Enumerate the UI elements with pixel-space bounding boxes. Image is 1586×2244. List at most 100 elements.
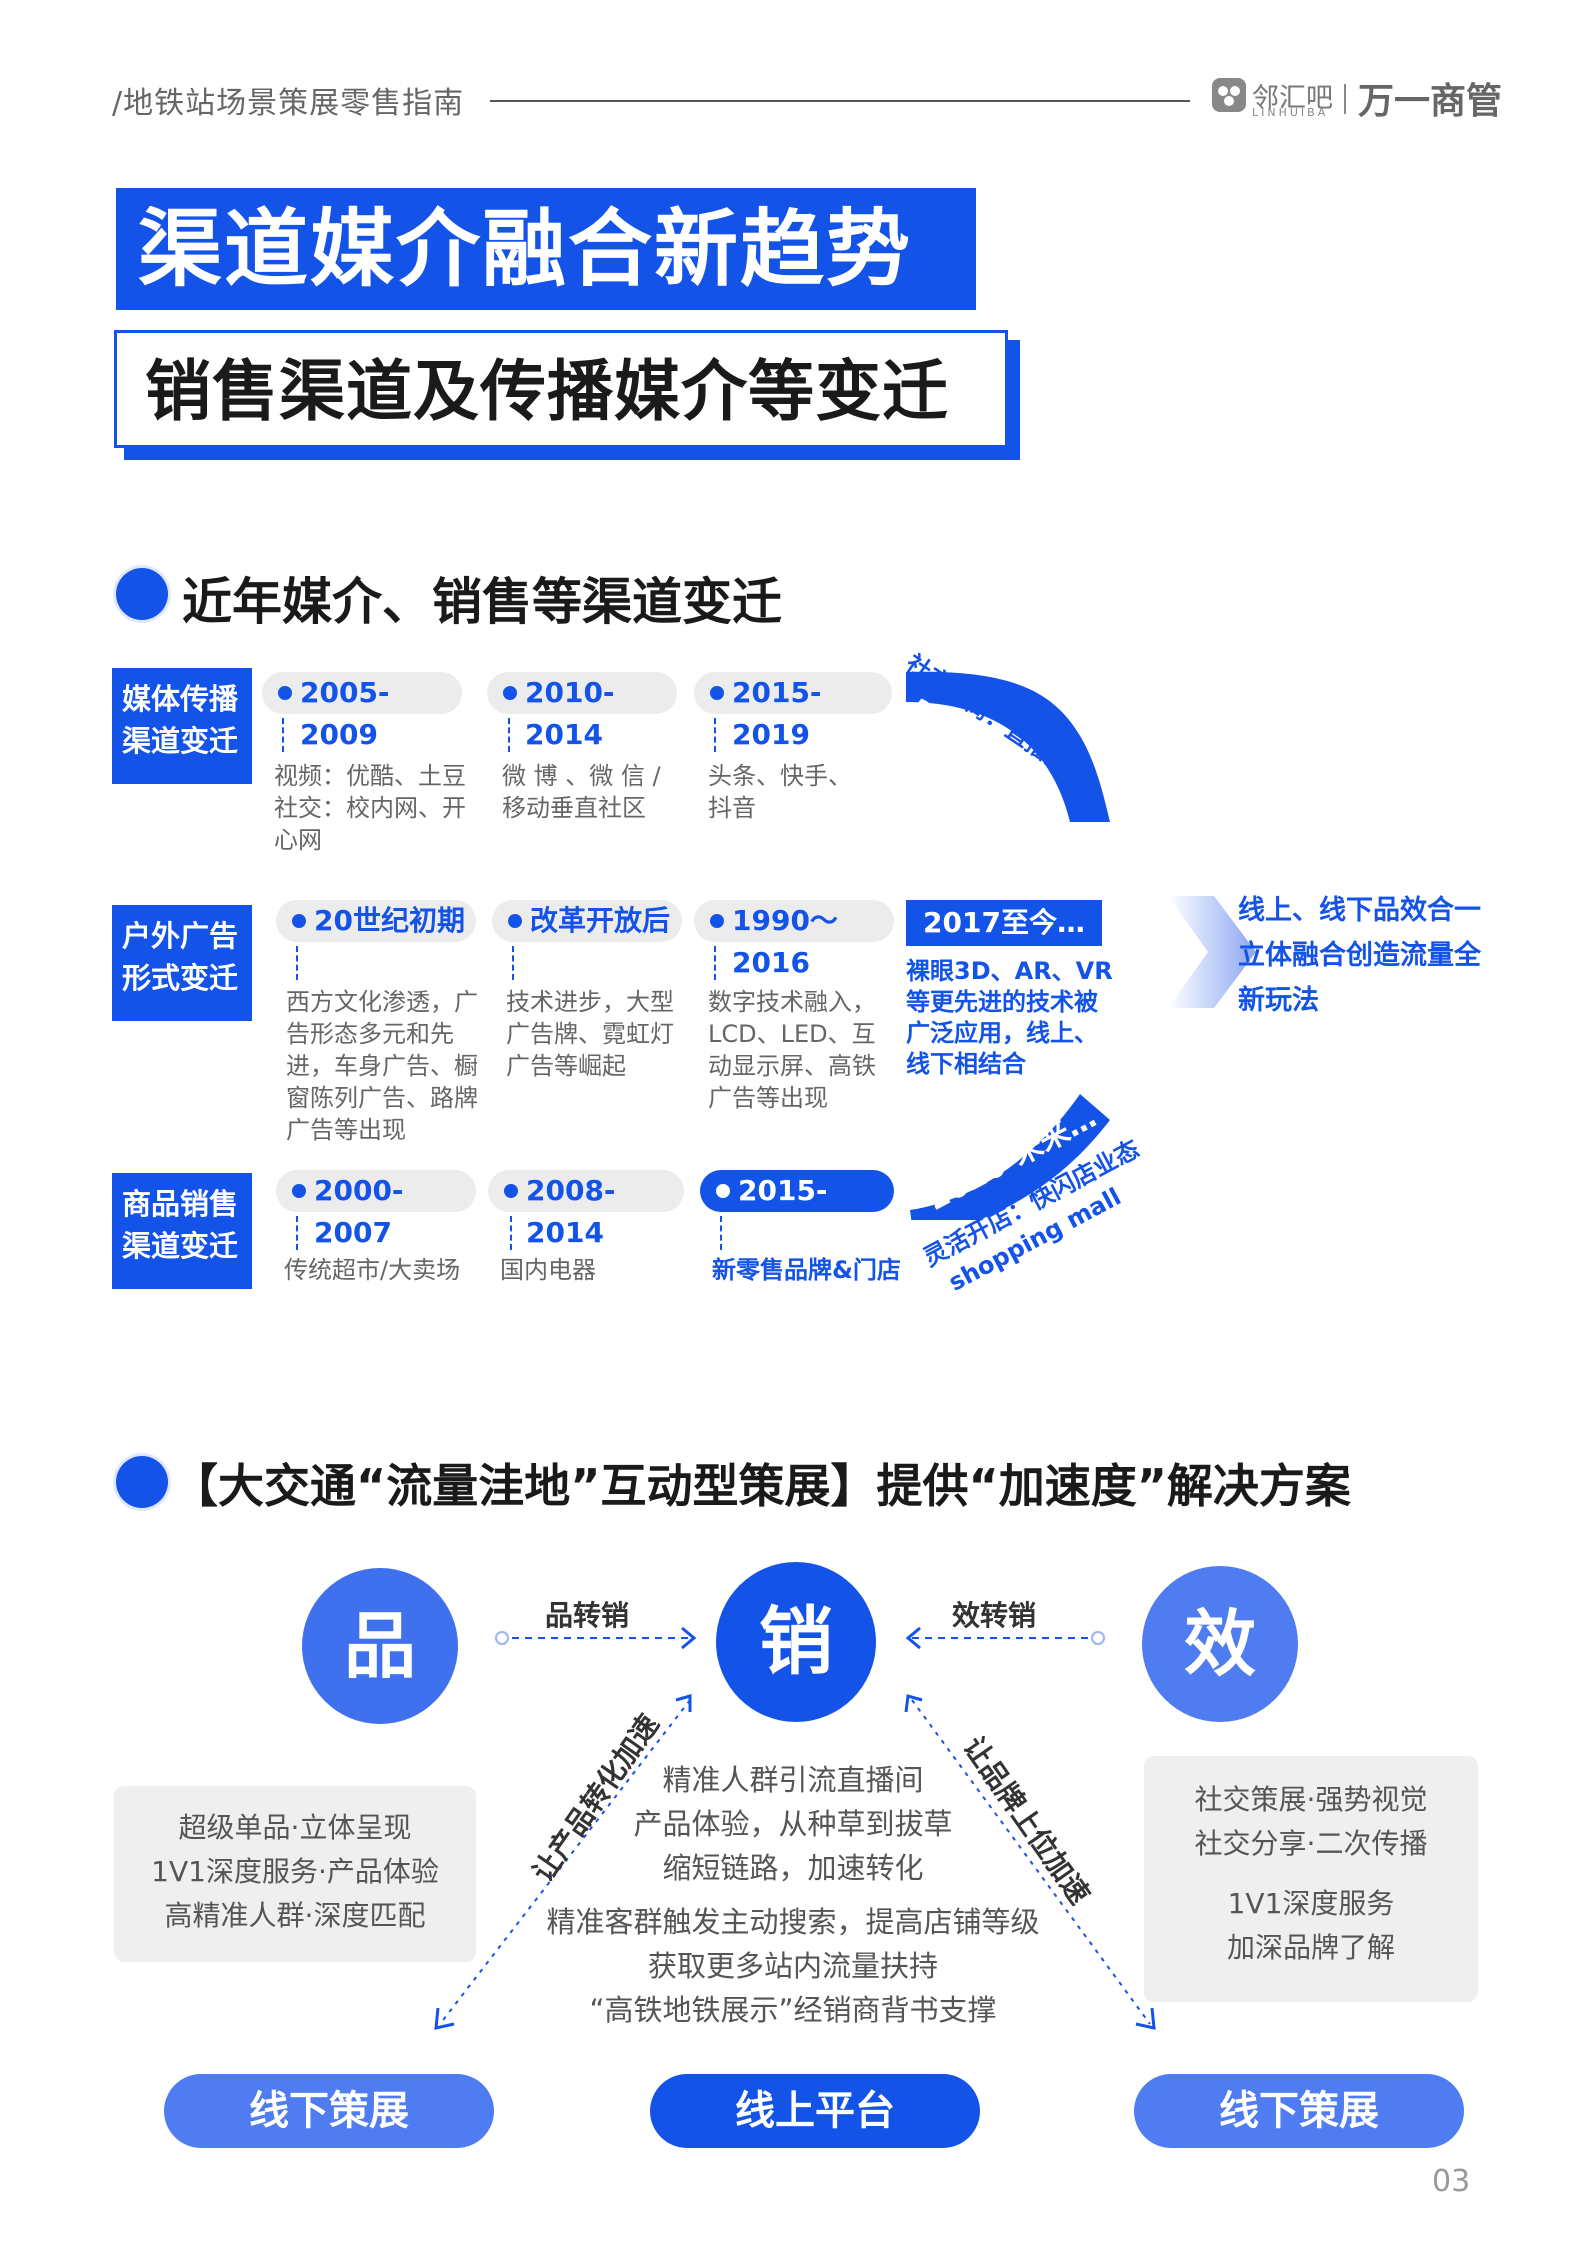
conclusion-text: 线上、线下品效合一 立体融合创造流量全 新玩法 <box>1238 888 1481 1023</box>
period-pill: 2000-2007 <box>276 1170 476 1249</box>
desc-line: 进，车身广告、橱 <box>286 1052 478 1080</box>
logo-separator <box>1344 84 1346 114</box>
future-description: 裸眼3D、AR、VR 等更先进的技术被 广泛应用，线上、 线下相结合 <box>906 956 1113 1080</box>
desc-line: 社交：校内网、开 <box>274 794 466 822</box>
logo-icon <box>1212 78 1246 112</box>
row-label-line: 商品销售 <box>122 1187 239 1221</box>
future-banner: 2017至今… <box>906 900 1102 946</box>
period-dot-icon <box>504 1184 518 1198</box>
center-line: 精准人群引流直播间 <box>662 1763 924 1797</box>
breadcrumb: /地铁站场景策展零售指南 <box>112 86 465 121</box>
row-label-line: 形式变迁 <box>122 961 239 995</box>
logo-text-en: LINHUIBA <box>1252 106 1329 119</box>
period-description: 西方文化渗透，广 告形态多元和先 进，车身广告、橱 窗陈列广告、路牌 广告等出现 <box>286 986 486 1146</box>
center-line: 产品体验，从种草到拔草 <box>633 1807 953 1841</box>
online-platform-button[interactable]: 线上平台 <box>650 2074 980 2148</box>
dashed-connector <box>296 1216 298 1250</box>
offline-exhibition-button-right[interactable]: 线下策展 <box>1134 2074 1464 2148</box>
desc-line: 抖音 <box>708 794 756 822</box>
desc-line: 数字技术融入， <box>708 988 876 1016</box>
period-label: 改革开放后 <box>530 904 671 937</box>
period-pill: 2010-2014 <box>487 672 677 751</box>
row-label-line: 户外广告 <box>122 919 239 953</box>
dashed-connector <box>282 718 284 752</box>
period-pill: 20世纪初期 <box>276 900 476 942</box>
circle-product: 品 <box>302 1568 458 1724</box>
period-pill: 2008-2014 <box>488 1170 684 1249</box>
dashed-connector <box>510 1216 512 1250</box>
arrow-label-left: 品转销 <box>545 1599 630 1632</box>
dashed-connector <box>508 718 510 752</box>
center-line: “高铁地铁展示”经销商背书支撑 <box>589 1993 997 2027</box>
dashed-connector <box>296 946 298 980</box>
period-pill: 改革开放后 <box>492 900 682 942</box>
right-feature-box: 社交策展·强势视觉 社交分享·二次传播 1V1深度服务 加深品牌了解 <box>1144 1756 1478 2002</box>
period-description: 技术进步，大型 广告牌、霓虹灯 广告等崛起 <box>506 986 696 1082</box>
desc-line: 技术进步，大型 <box>506 988 674 1016</box>
center-line: 缩短链路，加速转化 <box>662 1851 924 1885</box>
left-feature-box: 超级单品·立体呈现 1V1深度服务·产品体验 高精准人群·深度匹配 <box>114 1786 476 1962</box>
dashed-connector <box>512 946 514 980</box>
page-title: 渠道媒介融合新趋势 <box>116 188 976 310</box>
offline-exhibition-button-left[interactable]: 线下策展 <box>164 2074 494 2148</box>
period-pill: 2015-2019 <box>694 672 892 751</box>
center-text-top: 精准人群引流直播间 产品体验，从种草到拔草 缩短链路，加速转化 <box>593 1758 993 1890</box>
dashed-connector <box>714 946 716 980</box>
desc-line: 线下相结合 <box>906 1050 1026 1078</box>
period-description: 新零售品牌&门店 <box>712 1256 901 1284</box>
period-pill: 2005-2009 <box>262 672 462 751</box>
feature-line: 社交策展·强势视觉 <box>1194 1783 1428 1816</box>
feature-line: 1V1深度服务·产品体验 <box>151 1855 439 1888</box>
desc-line: 广告等崛起 <box>506 1052 626 1080</box>
section-bullet <box>116 1456 168 1508</box>
conclusion-line: 立体融合创造流量全 <box>1238 940 1481 971</box>
section-heading-2: 【大交通“流量洼地”互动型策展】提供“加速度”解决方案 <box>172 1459 1351 1513</box>
row-label-outdoor: 户外广告 形式变迁 <box>112 905 252 1021</box>
period-dot-icon <box>508 914 522 928</box>
period-dot-icon <box>278 686 292 700</box>
row-label-retail: 商品销售 渠道变迁 <box>112 1173 252 1289</box>
section-heading-1: 近年媒介、销售等渠道变迁 <box>182 573 782 631</box>
period-description: 微 博 、微 信 / 移动垂直社区 <box>502 760 692 824</box>
period-dot-icon <box>710 686 724 700</box>
period-dot-icon <box>292 1184 306 1198</box>
brand-name: 万一商管 <box>1358 81 1503 122</box>
desc-line: 心网 <box>274 826 322 854</box>
header-divider <box>490 100 1190 102</box>
row-label-line: 渠道变迁 <box>122 1229 239 1263</box>
center-line: 获取更多站内流量扶持 <box>647 1949 938 1983</box>
desc-line: 微 博 、微 信 / <box>502 762 661 790</box>
circle-effect: 效 <box>1142 1566 1298 1722</box>
desc-line: 西方文化渗透，广 <box>286 988 478 1016</box>
desc-line: 视频：优酷、土豆 <box>274 762 466 790</box>
conclusion-line: 新玩法 <box>1238 985 1319 1016</box>
period-label: 2015-2019 <box>738 1174 828 1249</box>
row-label-line: 渠道变迁 <box>122 724 239 758</box>
feature-line: 超级单品·立体呈现 <box>178 1811 412 1844</box>
dashed-connector <box>714 718 716 752</box>
period-dot-icon <box>716 1184 730 1198</box>
desc-line: 头条、快手、 <box>708 762 852 790</box>
section-bullet <box>116 568 168 620</box>
desc-line: 广告等出现 <box>286 1116 406 1144</box>
period-description: 国内电器 <box>500 1256 596 1284</box>
feature-line: 1V1深度服务 <box>1227 1887 1395 1920</box>
period-description: 头条、快手、 抖音 <box>708 760 898 824</box>
future-ribbon-3 <box>910 1094 1110 1220</box>
desc-line: 等更先进的技术被 <box>906 988 1098 1016</box>
feature-line: 加深品牌了解 <box>1226 1931 1395 1964</box>
period-label: 2015-2019 <box>732 676 822 751</box>
period-dot-icon <box>710 914 724 928</box>
desc-line: 告形态多元和先 <box>286 1020 454 1048</box>
dashed-connector <box>720 1216 722 1250</box>
period-description: 数字技术融入， LCD、LED、互 动显示屏、高铁 广告等出现 <box>708 986 898 1114</box>
period-pill-highlight: 2015-2019 <box>700 1170 894 1249</box>
period-label: 2010-2014 <box>525 676 615 751</box>
row-label-line: 媒体传播 <box>122 682 239 716</box>
period-dot-icon <box>292 914 306 928</box>
desc-line: 窗陈列广告、路牌 <box>286 1084 478 1112</box>
desc-line: 动显示屏、高铁 <box>708 1052 876 1080</box>
future-ribbon-1 <box>906 671 1110 822</box>
desc-line: 广告牌、霓虹灯 <box>506 1020 674 1048</box>
